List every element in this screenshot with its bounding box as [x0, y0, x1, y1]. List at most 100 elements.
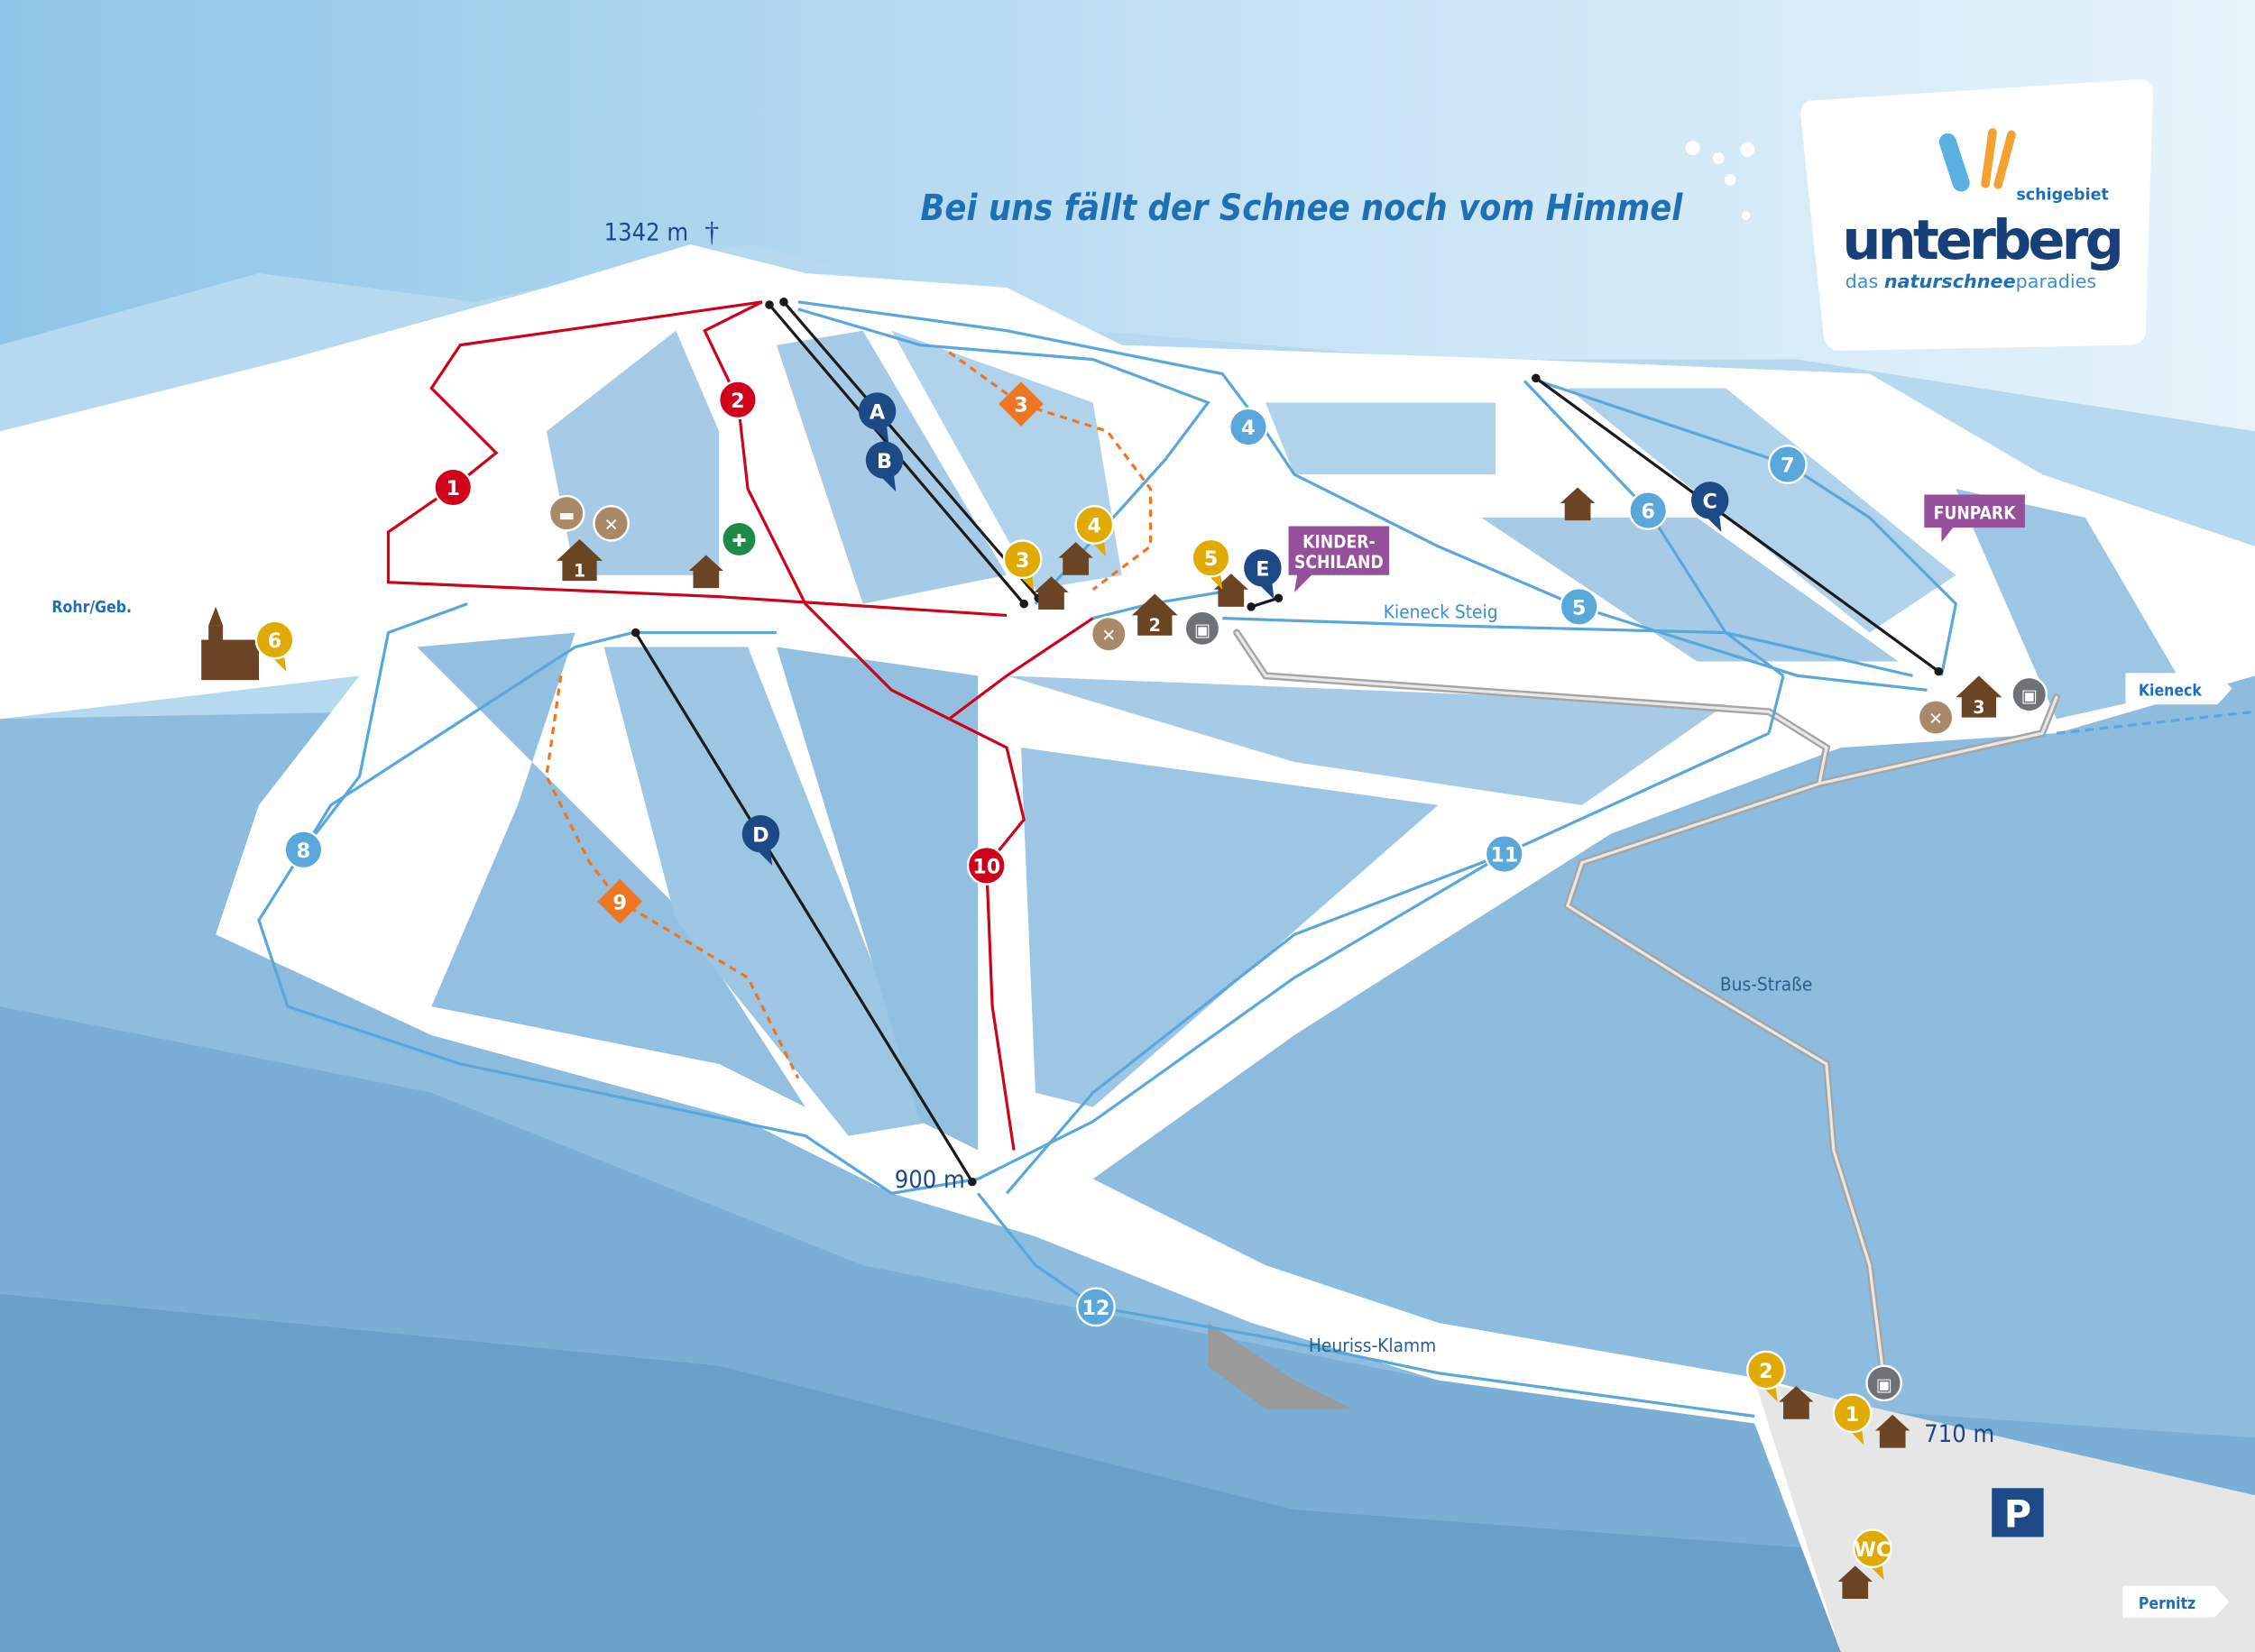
- yellow-marker[interactable]: 1: [1832, 1393, 1873, 1446]
- bus-icon: ▣: [1865, 1364, 1902, 1402]
- numbered-hut[interactable]: 2: [1131, 593, 1178, 636]
- yellow-marker-label: 1: [1845, 1403, 1860, 1427]
- blue-marker[interactable]: 12: [1076, 1287, 1116, 1327]
- label-heuriss-klamm: Heuriss-Klamm: [1309, 1335, 1436, 1356]
- lift-marker[interactable]: D: [741, 815, 780, 866]
- hut-number: 2: [1149, 615, 1161, 636]
- blue-marker-label: 7: [1781, 454, 1795, 478]
- forest-patch: [1266, 402, 1496, 475]
- sign-pernitz[interactable]: Pernitz: [2122, 1585, 2230, 1618]
- orange-marker[interactable]: 3: [999, 381, 1044, 427]
- forest-patch: [1481, 517, 1899, 662]
- orange-routes: [545, 351, 1153, 1079]
- foreground-hills-dark: [0, 1293, 2255, 1652]
- blue-marker-label: 4: [1241, 417, 1256, 440]
- blue-marker[interactable]: 8: [283, 830, 324, 870]
- lift-marker-label: E: [1256, 557, 1269, 581]
- lift-marker[interactable]: A: [858, 392, 897, 444]
- svg-text:▣: ▣: [2021, 685, 2038, 706]
- logo-name: unterberg: [1842, 209, 2124, 272]
- label-kieneck-steig: Kieneck Steig: [1384, 601, 1498, 623]
- forest-patch: [1567, 388, 1956, 633]
- trail-to-kieneck: [2056, 710, 2255, 735]
- red-marker[interactable]: 10: [966, 845, 1007, 886]
- hut-icon: [1058, 542, 1093, 575]
- small-hut-icon: [1560, 487, 1596, 521]
- sign-rohr[interactable]: Rohr/Geb.: [32, 589, 144, 621]
- lift-marker-label: C: [1703, 490, 1717, 513]
- summit-elevation: 1342 m: [604, 218, 689, 246]
- sign-rohr-label: Rohr/Geb.: [51, 599, 132, 617]
- svg-text:✕: ✕: [1101, 625, 1116, 646]
- kinderschiland-badge[interactable]: KINDER- SCHILAND: [1288, 526, 1390, 592]
- lift-marker[interactable]: C: [1691, 482, 1729, 532]
- lift-marker-label: D: [752, 823, 769, 847]
- yellow-marker[interactable]: 4: [1074, 505, 1115, 557]
- hut-icon: [1034, 576, 1069, 610]
- gorge-rocks: [1208, 1322, 1352, 1409]
- bed-icon: ▬: [548, 494, 585, 532]
- middle-elevation: 900 m: [895, 1166, 965, 1194]
- forest-patch: [1021, 748, 1439, 1107]
- orange-marker[interactable]: 9: [597, 878, 642, 924]
- blue-marker-label: 12: [1081, 1297, 1109, 1320]
- svg-text:▣: ▣: [1876, 1374, 1892, 1395]
- bus-icon: ▣: [2011, 675, 2048, 713]
- kinderschiland-line2: SCHILAND: [1294, 552, 1384, 573]
- numbered-hut[interactable]: 1: [557, 538, 603, 582]
- snowflake-dots: [1685, 141, 1755, 220]
- hut-icon: [688, 555, 723, 589]
- slogan: Bei uns fällt der Schnee noch vom Himmel: [920, 188, 1683, 229]
- hut-icon: [1779, 1386, 1814, 1419]
- svg-text:▣: ▣: [1194, 620, 1210, 640]
- blue-marker[interactable]: 7: [1767, 445, 1808, 484]
- yellow-marker[interactable]: 3: [1002, 539, 1043, 592]
- red-marker[interactable]: 1: [433, 467, 474, 508]
- blue-marker-label: 6: [1641, 500, 1655, 524]
- hut-number: 1: [574, 560, 585, 581]
- yellow-marker-label: 5: [1204, 547, 1219, 571]
- base-elevation: 710 m: [1924, 1420, 1994, 1448]
- yellow-marker[interactable]: 5: [1191, 537, 1231, 590]
- restaurant-icon: ✕: [1090, 615, 1128, 653]
- blue-marker-label: 11: [1490, 844, 1518, 867]
- red-marker-label: 1: [446, 477, 460, 500]
- yellow-marker[interactable]: 6: [254, 620, 295, 672]
- logo-schigebiet: schigebiet: [2016, 187, 2108, 205]
- sign-kieneck-label: Kieneck: [2139, 683, 2203, 701]
- parking-label: P: [2004, 1492, 2031, 1536]
- logo-card: schigebiet unterberg das naturschneepara…: [1800, 78, 2153, 352]
- funpark-badge[interactable]: FUNPARK: [1924, 494, 2025, 543]
- lift-marker[interactable]: E: [1244, 549, 1282, 600]
- lift-marker-label: A: [870, 401, 886, 425]
- red-marker[interactable]: 2: [717, 380, 758, 420]
- blue-marker-label: 5: [1572, 596, 1587, 620]
- blue-marker[interactable]: 6: [1628, 491, 1669, 530]
- red-marker-label: 10: [972, 855, 1000, 878]
- blue-marker[interactable]: 4: [1229, 407, 1268, 447]
- restaurant-icon: ✕: [1917, 699, 1955, 736]
- logo-tagline: das naturschneeparadies: [1845, 271, 2097, 292]
- ski-logo-icon: [1938, 128, 2016, 192]
- blue-marker[interactable]: 5: [1559, 586, 1599, 627]
- forest-patch: [891, 330, 1122, 590]
- forest-patch: [603, 647, 935, 1136]
- red-marker-label: 2: [731, 390, 745, 413]
- yellow-marker[interactable]: 2: [1745, 1350, 1786, 1402]
- label-bus-strasse: Bus-Straße: [1720, 974, 1812, 996]
- lift-marker-label: B: [877, 450, 892, 473]
- svg-text:✚: ✚: [732, 530, 746, 551]
- hut-icon: [1875, 1414, 1910, 1448]
- lift-marker[interactable]: B: [865, 441, 904, 492]
- parking-sign: P: [1992, 1488, 2044, 1537]
- sign-kieneck[interactable]: Kieneck: [2125, 673, 2232, 705]
- forest-patch: [546, 330, 720, 575]
- numbered-hut[interactable]: 3: [1956, 675, 2002, 718]
- bus-road-center: [1235, 630, 2058, 1382]
- kinderschiland-line1: KINDER-: [1302, 531, 1376, 552]
- blue-marker[interactable]: 11: [1484, 834, 1524, 875]
- funpark-label: FUNPARK: [1934, 503, 2017, 524]
- yellow-marker[interactable]: WC: [1852, 1528, 1892, 1581]
